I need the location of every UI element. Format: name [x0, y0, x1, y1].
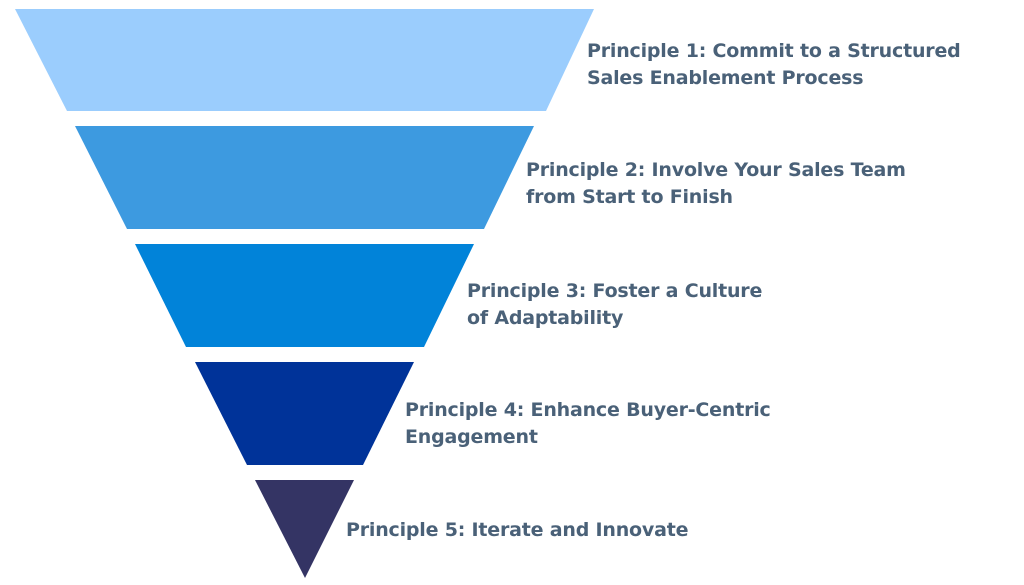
- stage-5-label: Principle 5: Iterate and Innovate: [346, 517, 688, 544]
- stage-4-label: Principle 4: Enhance Buyer-Centric Engag…: [405, 397, 771, 451]
- stage-5-label-line-1: Principle 5: Iterate and Innovate: [346, 519, 689, 541]
- stage-4-label-line-2: Engagement: [405, 426, 538, 448]
- stage-4-label-line-1: Principle 4: Enhance Buyer-Centric: [405, 399, 771, 421]
- stage-3-label-line-2: of Adaptability: [467, 307, 624, 329]
- stage-1-label-line-1: Principle 1: Commit to a Structured: [587, 40, 961, 62]
- stage-3-label-line-1: Principle 3: Foster a Culture: [467, 280, 763, 302]
- stage-2-label-line-2: from Start to Finish: [526, 186, 733, 208]
- funnel-stage-5: [255, 480, 354, 578]
- stage-2-label: Principle 2: Involve Your Sales Team fro…: [526, 157, 906, 211]
- stage-1-label-line-2: Sales Enablement Process: [587, 67, 864, 89]
- funnel-stage-2: [75, 126, 534, 229]
- stage-3-label: Principle 3: Foster a Culture of Adaptab…: [467, 278, 762, 332]
- stage-2-label-line-1: Principle 2: Involve Your Sales Team: [526, 159, 906, 181]
- funnel-stage-3: [135, 244, 474, 347]
- stage-1-label: Principle 1: Commit to a Structured Sale…: [587, 38, 961, 92]
- funnel-stage-1: [15, 9, 594, 111]
- funnel-stage-4: [195, 362, 414, 465]
